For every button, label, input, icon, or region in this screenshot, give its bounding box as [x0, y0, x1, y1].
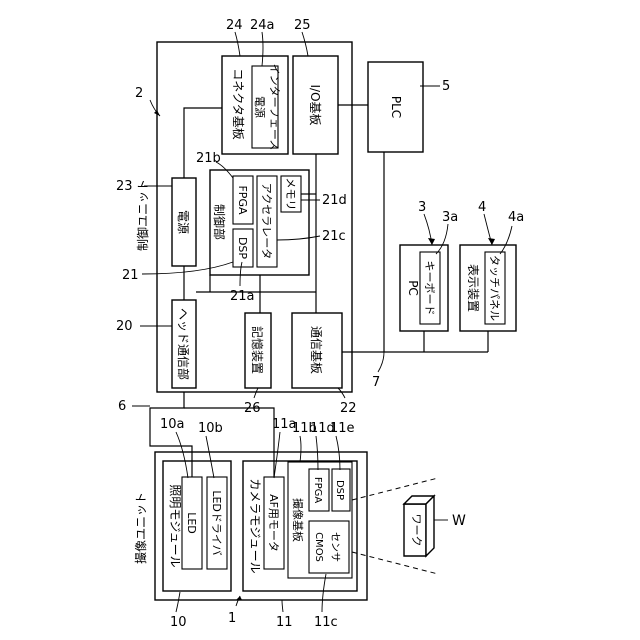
comm-board-label: 通信基板: [309, 326, 323, 374]
ref-2: 2: [135, 86, 143, 101]
ref-11: 11: [276, 615, 293, 630]
control-unit-label: 制御ユニット: [135, 179, 150, 251]
ref-21a: 21a: [230, 289, 255, 304]
af-motor-label: AF用モータ: [267, 494, 280, 552]
storage-label: 記憶装置: [250, 326, 265, 374]
ref-1: 1: [228, 611, 236, 626]
ref-23: 23: [116, 179, 133, 194]
imaging-fpga-label: FPGA: [312, 477, 323, 504]
ref-3: 3: [418, 200, 426, 215]
plc-label: PLC: [389, 96, 403, 118]
cmos-sensor-label-1: CMOS: [313, 532, 324, 562]
imaging-dsp-label: DSP: [334, 480, 345, 500]
illumination-module-label: 照明モジュール: [168, 484, 182, 567]
led-label: LED: [185, 512, 198, 534]
ref-6: 6: [118, 399, 126, 414]
ref-5: 5: [442, 79, 450, 94]
ref-3a: 3a: [442, 210, 458, 225]
touch-panel-label: タッチパネル: [488, 255, 501, 321]
ref-7: 7: [372, 375, 380, 390]
ref-25: 25: [294, 18, 311, 33]
ref-21d: 21d: [322, 193, 347, 208]
io-board-label: I/O基板: [308, 84, 322, 125]
fpga-label: FPGA: [236, 185, 249, 214]
ref-21b: 21b: [196, 151, 221, 166]
ref-11c: 11c: [314, 615, 338, 630]
ref-20: 20: [116, 319, 133, 334]
dsp-label: DSP: [236, 237, 249, 259]
memory-label: メモリ: [284, 178, 297, 211]
display-label: 表示装置: [466, 264, 480, 312]
head-comm-label: ヘッド通信部: [176, 308, 191, 380]
ref-21c: 21c: [322, 229, 346, 244]
power-interface-label-1: 電源: [253, 96, 267, 118]
ref-22: 22: [340, 401, 357, 416]
ref-4a: 4a: [508, 210, 524, 225]
imaging-board-label: 撮像基板: [291, 498, 305, 542]
work-label: ワーク: [410, 514, 423, 547]
led-driver-label: LEDドライバ: [210, 490, 223, 555]
ref-11e: 11e: [330, 421, 355, 436]
ref-24a: 24a: [250, 18, 275, 33]
power-label: 電源: [176, 210, 190, 234]
ref-w: W: [452, 513, 466, 529]
ref-4: 4: [478, 200, 486, 215]
accelerator-label: アクセラレータ: [260, 183, 273, 259]
ref-10a: 10a: [160, 417, 185, 432]
ref-26: 26: [244, 401, 261, 416]
control-section-label: 制御部: [212, 204, 227, 240]
ref-10: 10: [170, 615, 187, 630]
ref-10b: 10b: [198, 421, 223, 436]
keyboard-label: キーボード: [423, 261, 436, 316]
ref-24: 24: [226, 18, 243, 33]
cmos-sensor-label-2: センサ: [329, 532, 341, 562]
ref-21: 21: [122, 268, 139, 283]
connector-board-label: コネクタ基板: [231, 68, 245, 140]
camera-module-label: カメラモジュール: [248, 478, 262, 573]
work-object: ワーク: [404, 496, 434, 556]
power-interface-label-2: インターフェース: [268, 64, 281, 151]
pc-label: PC: [406, 280, 420, 296]
imaging-unit-label: 撮像ユニット: [134, 492, 148, 564]
